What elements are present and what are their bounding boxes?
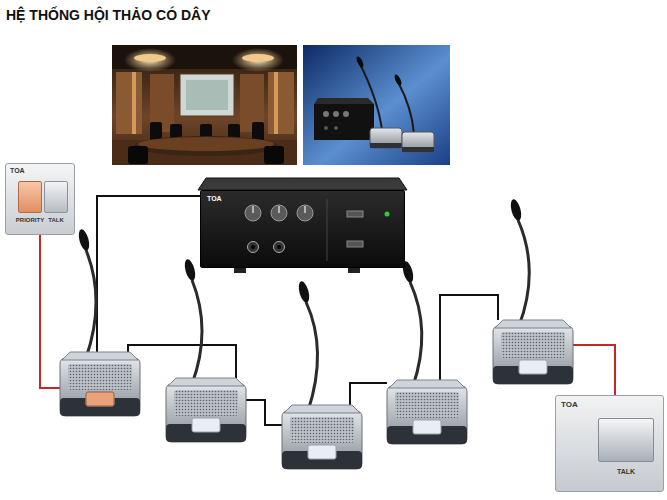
conference-room-photo-part — [138, 137, 274, 151]
equipment-photo-part — [334, 126, 338, 130]
talk-button — [44, 181, 68, 213]
equipment-photo-part — [324, 126, 328, 130]
switch — [347, 241, 363, 247]
conference-room-photo-part — [264, 146, 284, 164]
equipment-photo-part — [393, 74, 403, 87]
conference-room-photo-part — [186, 80, 228, 110]
switch — [347, 211, 363, 217]
conference-room-photo-part — [232, 48, 284, 72]
brand-logo: TOA — [561, 401, 578, 410]
wire-part — [350, 383, 387, 405]
conference-room-photo-part — [112, 45, 297, 165]
red-wire-part — [573, 345, 615, 395]
microphone-part — [387, 380, 467, 444]
conference-room-photo-part — [116, 72, 142, 134]
conference-room-photo-part — [134, 54, 166, 62]
microphone-part — [77, 228, 91, 252]
equipment-photo-part — [343, 111, 349, 117]
equipment-photo-part — [314, 98, 374, 104]
wire-part — [97, 196, 200, 352]
volume-knob — [271, 205, 287, 221]
equipment-photo-part — [355, 56, 365, 69]
microphone-part — [493, 320, 573, 384]
microphone-part — [60, 352, 140, 416]
microphone-part — [192, 280, 202, 384]
button-label: TALK — [48, 217, 64, 224]
conference-room-photo-part — [268, 72, 294, 134]
volume-knob — [297, 205, 313, 221]
equipment-photo — [303, 45, 450, 165]
front-panel — [201, 191, 404, 267]
talk-button — [598, 418, 654, 462]
brand-logo: TOA — [10, 167, 25, 175]
knob-mark — [252, 206, 253, 213]
input-jack — [274, 242, 285, 253]
conference-room-photo-part — [128, 146, 148, 164]
brand-logo: TOA — [207, 195, 222, 203]
conference-room-photo-part — [124, 48, 176, 72]
jack-hole — [251, 245, 255, 249]
microphone-part — [410, 282, 422, 386]
knob-mark — [304, 206, 305, 213]
equipment-photo-part — [370, 143, 402, 148]
equipment-photo-part — [333, 111, 339, 117]
red-wire-part — [40, 235, 60, 388]
conference-room-photo-part — [132, 72, 136, 134]
central-unit: TOA — [200, 190, 405, 268]
wire-part — [246, 400, 282, 425]
microphone-part — [518, 220, 529, 326]
amplifier-top-part — [198, 178, 407, 190]
jack-hole — [277, 245, 281, 249]
input-jack — [248, 242, 259, 253]
button-label: PRIORITY — [16, 217, 44, 224]
microphone-part — [509, 198, 523, 222]
button-label: TALK — [617, 468, 635, 476]
wire-part — [440, 295, 498, 380]
panel-divider — [327, 199, 328, 261]
equipment-photo-part — [314, 104, 374, 140]
conference-room-photo-part — [134, 136, 278, 156]
conference-room-photo — [112, 45, 297, 165]
priority-unit: TOA PRIORITY TALK — [5, 163, 75, 235]
microphone-part — [86, 392, 114, 406]
microphone-part — [306, 302, 318, 411]
equipment-photo-part — [303, 45, 450, 165]
volume-knob — [245, 205, 261, 221]
wire-part — [128, 345, 236, 378]
knob-mark — [278, 206, 279, 213]
conference-room-photo-part — [180, 74, 234, 116]
conference-room-photo-part — [242, 54, 274, 62]
power-led — [385, 212, 390, 217]
title: HỆ THỐNG HỘI THẢO CÓ DÂY — [6, 8, 211, 23]
microphone-part — [166, 378, 246, 442]
equipment-photo-part — [370, 128, 402, 148]
equipment-photo-part — [360, 64, 382, 130]
talk-unit: TOA TALK — [555, 395, 664, 492]
equipment-photo-part — [398, 82, 414, 134]
microphone-part — [86, 250, 96, 358]
equipment-photo-part — [402, 147, 434, 152]
amplifier-top — [198, 178, 407, 273]
microphone-part — [282, 405, 362, 469]
equipment-photo-part — [323, 111, 329, 117]
microphone-part — [297, 280, 311, 304]
equipment-photo-part — [402, 132, 434, 152]
priority-button — [18, 181, 42, 213]
microphone-part — [183, 258, 197, 282]
conference-room-photo-part — [274, 72, 278, 134]
